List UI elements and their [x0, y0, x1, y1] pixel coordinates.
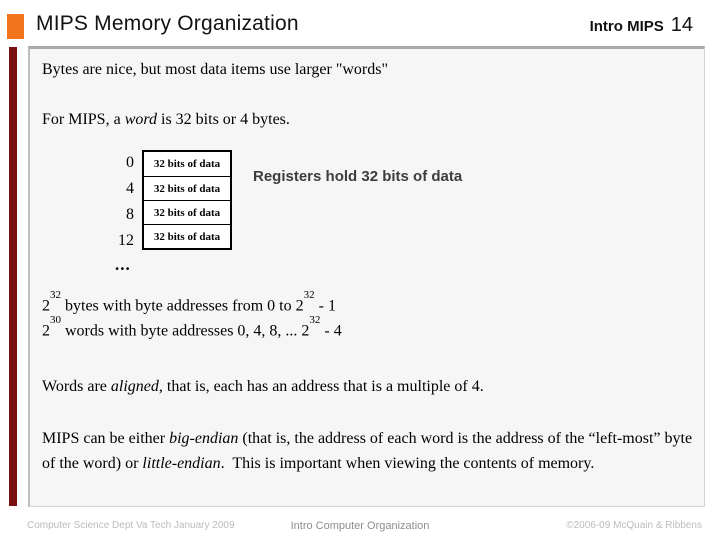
mid: words with byte addresses 0, 4, 8, ... 2 — [61, 322, 310, 340]
end: - 4 — [320, 322, 342, 340]
end: - 1 — [314, 297, 336, 315]
aligned-post: , that is, each has an address that is a… — [158, 378, 484, 395]
memory-word-cell: 32 bits of data — [144, 176, 230, 200]
memory-word-cell: 32 bits of data — [144, 224, 230, 248]
endian-r1: MIPS can be either — [42, 430, 170, 447]
content-box: Bytes are nice, but most data items use … — [28, 46, 705, 507]
endian-r3: (that is, the address of each word is th… — [42, 430, 697, 472]
word-def-post: is 32 bits or 4 bytes. — [157, 111, 290, 128]
memory-word-cell: 32 bits of data — [144, 200, 230, 224]
header-right: Intro MIPS 14 — [590, 14, 693, 37]
title-accent-square — [7, 14, 24, 39]
memory-address: 8 — [126, 206, 134, 223]
aligned-line: Words are aligned, that is, each has an … — [42, 378, 484, 396]
word-definition-line: For MIPS, a word is 32 bits or 4 bytes. — [42, 111, 290, 129]
memory-box-diagram: 32 bits of data 32 bits of data 32 bits … — [142, 150, 232, 250]
word-address-line: 230 words with byte addresses 0, 4, 8, .… — [42, 314, 342, 340]
exponent: 32 — [303, 289, 315, 301]
exponent: 32 — [309, 314, 321, 326]
memory-ellipsis: ... — [115, 255, 131, 274]
footer-course-title: Intro Computer Organization — [290, 520, 430, 532]
memory-word-cell: 32 bits of data — [153, 158, 221, 170]
aligned-italic: aligned — [110, 378, 159, 395]
mid: bytes with byte addresses from 0 to 2 — [61, 297, 304, 315]
page-title: MIPS Memory Organization — [36, 12, 299, 35]
byte-address-line: 232 bytes with byte addresses from 0 to … — [42, 289, 336, 315]
exponent: 32 — [50, 289, 61, 301]
footer-copyright: ©2006-09 McQuain & Ribbens — [566, 520, 702, 531]
intro-line: Bytes are nice, but most data items use … — [42, 61, 389, 78]
word-def-italic: word — [124, 111, 157, 128]
aligned-pre: Words are — [42, 378, 111, 395]
endian-paragraph: MIPS can be either big-endian (that is, … — [42, 426, 698, 476]
registers-note: Registers hold 32 bits of data — [253, 168, 463, 185]
course-label: Intro MIPS — [589, 18, 664, 35]
memory-address: 0 — [126, 154, 134, 171]
base: 2 — [42, 297, 50, 315]
endian-r5: . This is important when viewing the con… — [220, 455, 595, 472]
memory-address: 4 — [126, 180, 134, 197]
memory-address: 12 — [118, 232, 134, 249]
footer-left-credit: Computer Science Dept Va Tech January 20… — [27, 520, 235, 531]
slide-number: 14 — [670, 14, 693, 36]
endian-big-endian: big-endian — [169, 430, 239, 447]
exponent: 30 — [50, 314, 61, 326]
base: 2 — [42, 322, 50, 340]
endian-little-endian: little-endian — [142, 455, 221, 472]
memory-address-column: 0 4 8 12 — [30, 150, 134, 254]
word-def-pre: For MIPS, a — [42, 111, 125, 128]
left-accent-bar — [9, 47, 17, 506]
